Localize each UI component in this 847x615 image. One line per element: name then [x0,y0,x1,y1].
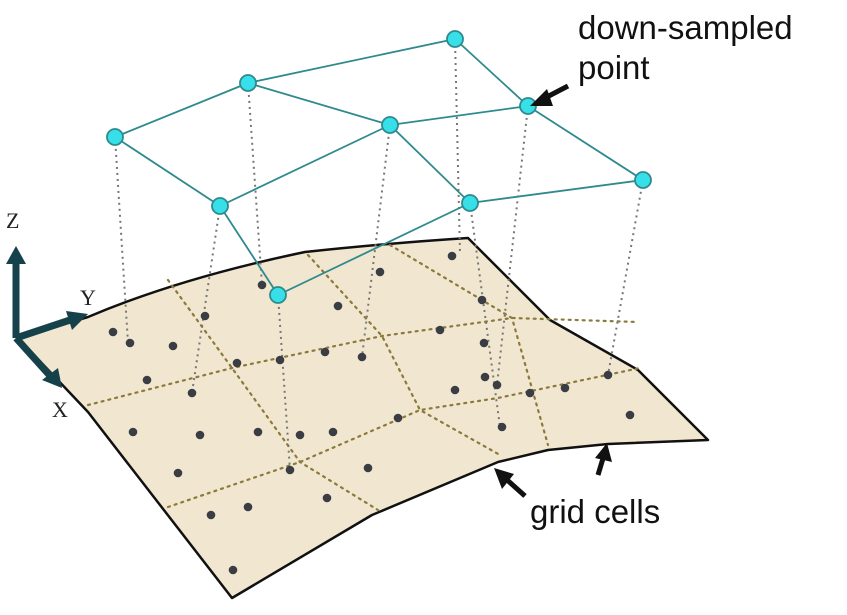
downsampled-points [106,30,652,304]
x-axis-arrowhead [42,368,62,388]
callout-arrows [494,83,612,498]
drop-lines [114,38,644,471]
raw-points [108,251,635,575]
terrain-surface [16,236,710,600]
axes-triad [6,246,88,388]
downsampled-point-label-line2: point [578,49,650,86]
axis-label-z: Z [6,208,19,233]
downsampled-mesh [114,38,644,296]
z-axis-arrowhead [6,246,26,264]
y-axis-arrowhead [66,311,88,330]
x-axis [13,335,55,381]
grid-cell-lines [86,243,642,512]
grid-cells-label: grid cells [530,493,661,530]
axis-label-y: Y [80,285,96,310]
y-axis [14,316,72,342]
axis-label-x: X [52,397,68,422]
downsampled-point-label-line1: down-sampled [578,9,793,46]
